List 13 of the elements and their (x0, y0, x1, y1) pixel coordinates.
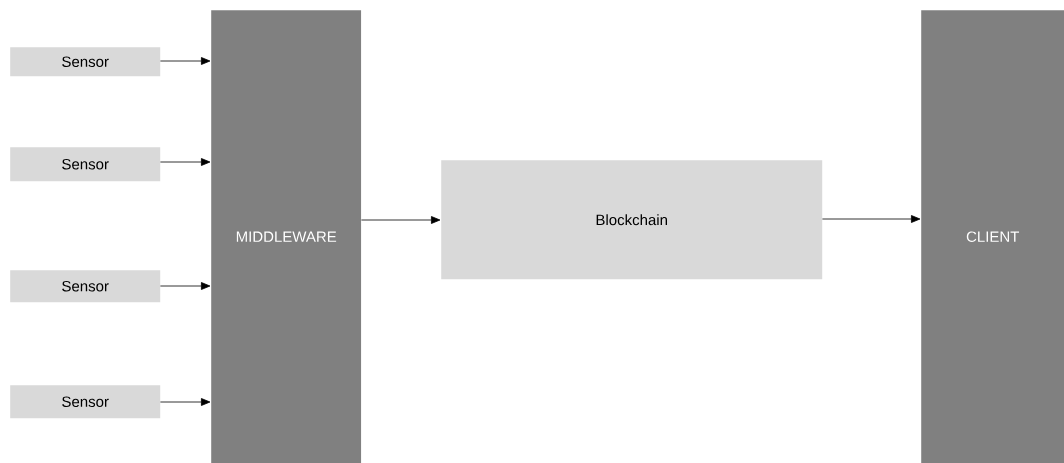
blockchain-box: Blockchain (441, 160, 823, 280)
middleware-block: MIDDLEWARE (211, 10, 362, 463)
arrow (160, 158, 211, 166)
sensor-box: Sensor (10, 270, 161, 303)
sensor-box: Sensor (10, 47, 161, 77)
sensor-box: Sensor (10, 385, 161, 419)
arrow (160, 57, 211, 65)
arrow (160, 282, 211, 290)
arrow (822, 215, 921, 223)
arrow (160, 398, 211, 406)
sensor-box: Sensor (10, 147, 161, 182)
arrow (361, 216, 441, 224)
client-block: CLIENT (921, 10, 1064, 463)
